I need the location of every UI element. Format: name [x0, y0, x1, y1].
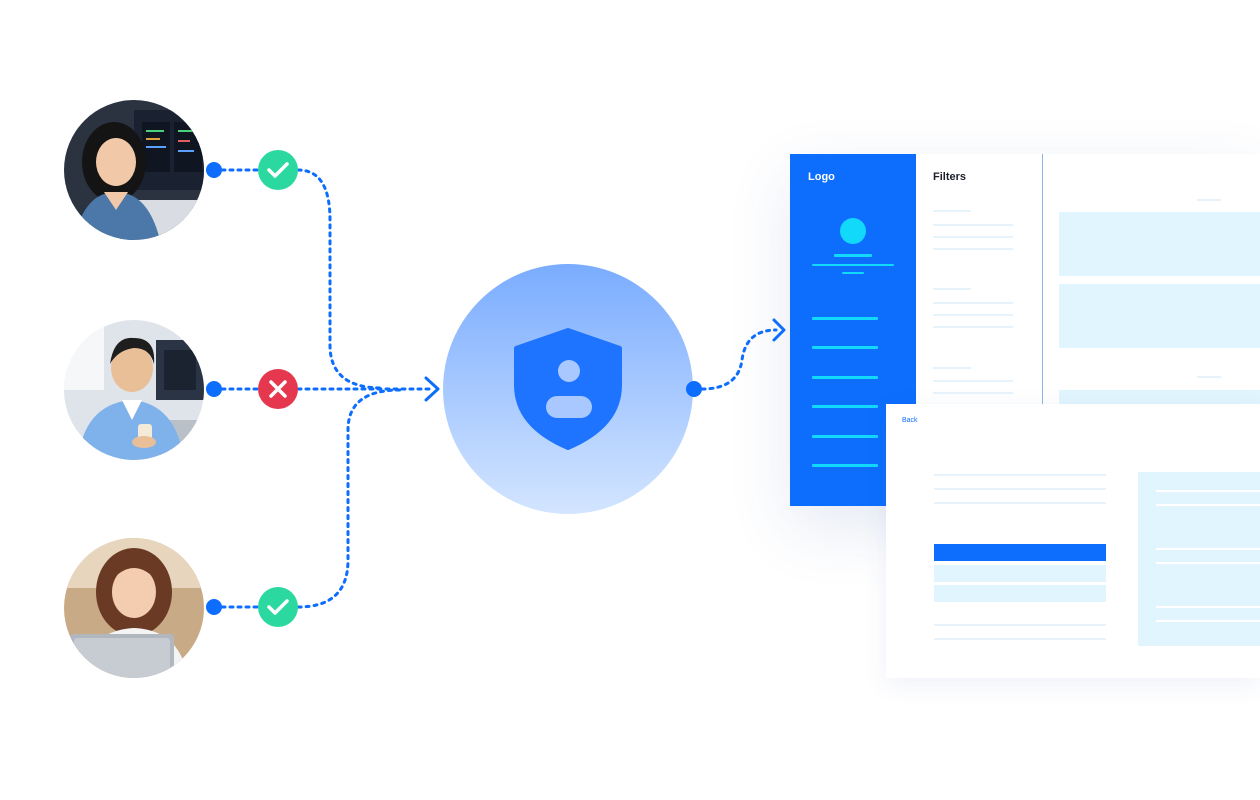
nav-item[interactable]	[812, 464, 878, 467]
denied-badge	[258, 369, 298, 409]
detail-window: Back	[886, 404, 1260, 678]
nav-item[interactable]	[812, 405, 878, 408]
detail-side-line	[1156, 562, 1260, 564]
nav-item[interactable]	[812, 317, 878, 320]
detail-side-panel	[1138, 472, 1260, 646]
connector-line	[296, 388, 402, 609]
user-avatar-2	[64, 320, 204, 460]
filter-option[interactable]	[933, 248, 1013, 250]
connector-line	[296, 168, 384, 390]
filter-option[interactable]	[933, 314, 1013, 316]
user-avatar-1	[64, 100, 204, 240]
filter-group-title	[933, 288, 971, 290]
detail-line	[934, 502, 1106, 504]
filter-option[interactable]	[933, 392, 1013, 394]
content-card[interactable]	[1059, 284, 1260, 348]
detail-line	[934, 474, 1106, 476]
filter-option[interactable]	[933, 236, 1013, 238]
user-photo-1	[64, 100, 204, 240]
detail-row-selected[interactable]	[934, 544, 1106, 561]
filter-option[interactable]	[933, 224, 1013, 226]
shield-user-icon	[514, 328, 622, 450]
detail-line	[934, 488, 1106, 490]
check-icon	[267, 162, 289, 178]
connector-line	[700, 328, 778, 391]
detail-side-line	[1156, 620, 1260, 622]
nav-item[interactable]	[812, 435, 878, 438]
filters-title: Filters	[933, 171, 967, 183]
profile-avatar-placeholder	[840, 218, 866, 244]
profile-subtitle-bar	[842, 272, 864, 274]
user-avatar-3	[64, 538, 204, 678]
check-icon	[267, 599, 289, 615]
filter-option[interactable]	[933, 380, 1013, 382]
filter-group-title	[933, 367, 971, 369]
arrow-head	[424, 376, 440, 402]
filter-option[interactable]	[933, 326, 1013, 328]
detail-side-line	[1156, 504, 1260, 506]
connector-dot	[206, 381, 222, 397]
approved-badge	[258, 150, 298, 190]
detail-row[interactable]	[934, 565, 1106, 582]
profile-name-bar	[834, 254, 872, 257]
user-photo-2	[64, 320, 204, 460]
detail-line	[934, 638, 1106, 640]
connector-dot	[686, 381, 702, 397]
detail-side-line	[1156, 606, 1260, 608]
content-card[interactable]	[1059, 212, 1260, 276]
filter-option[interactable]	[933, 302, 1013, 304]
x-icon	[269, 380, 287, 398]
nav-item[interactable]	[812, 376, 878, 379]
arrow-head	[772, 318, 786, 342]
content-caption	[1197, 376, 1221, 378]
connector-dot	[206, 162, 222, 178]
detail-side-line	[1156, 490, 1260, 492]
connector-dot	[206, 599, 222, 615]
back-link[interactable]: Back	[902, 417, 918, 424]
user-photo-3	[64, 538, 204, 678]
profile-divider	[812, 264, 894, 266]
detail-side-line	[1156, 548, 1260, 550]
nav-item[interactable]	[812, 346, 878, 349]
app-logo: Logo	[808, 171, 835, 183]
detail-line	[934, 624, 1106, 626]
detail-row[interactable]	[934, 585, 1106, 602]
filter-group-title	[933, 210, 971, 212]
approved-badge	[258, 587, 298, 627]
content-caption	[1197, 199, 1221, 201]
